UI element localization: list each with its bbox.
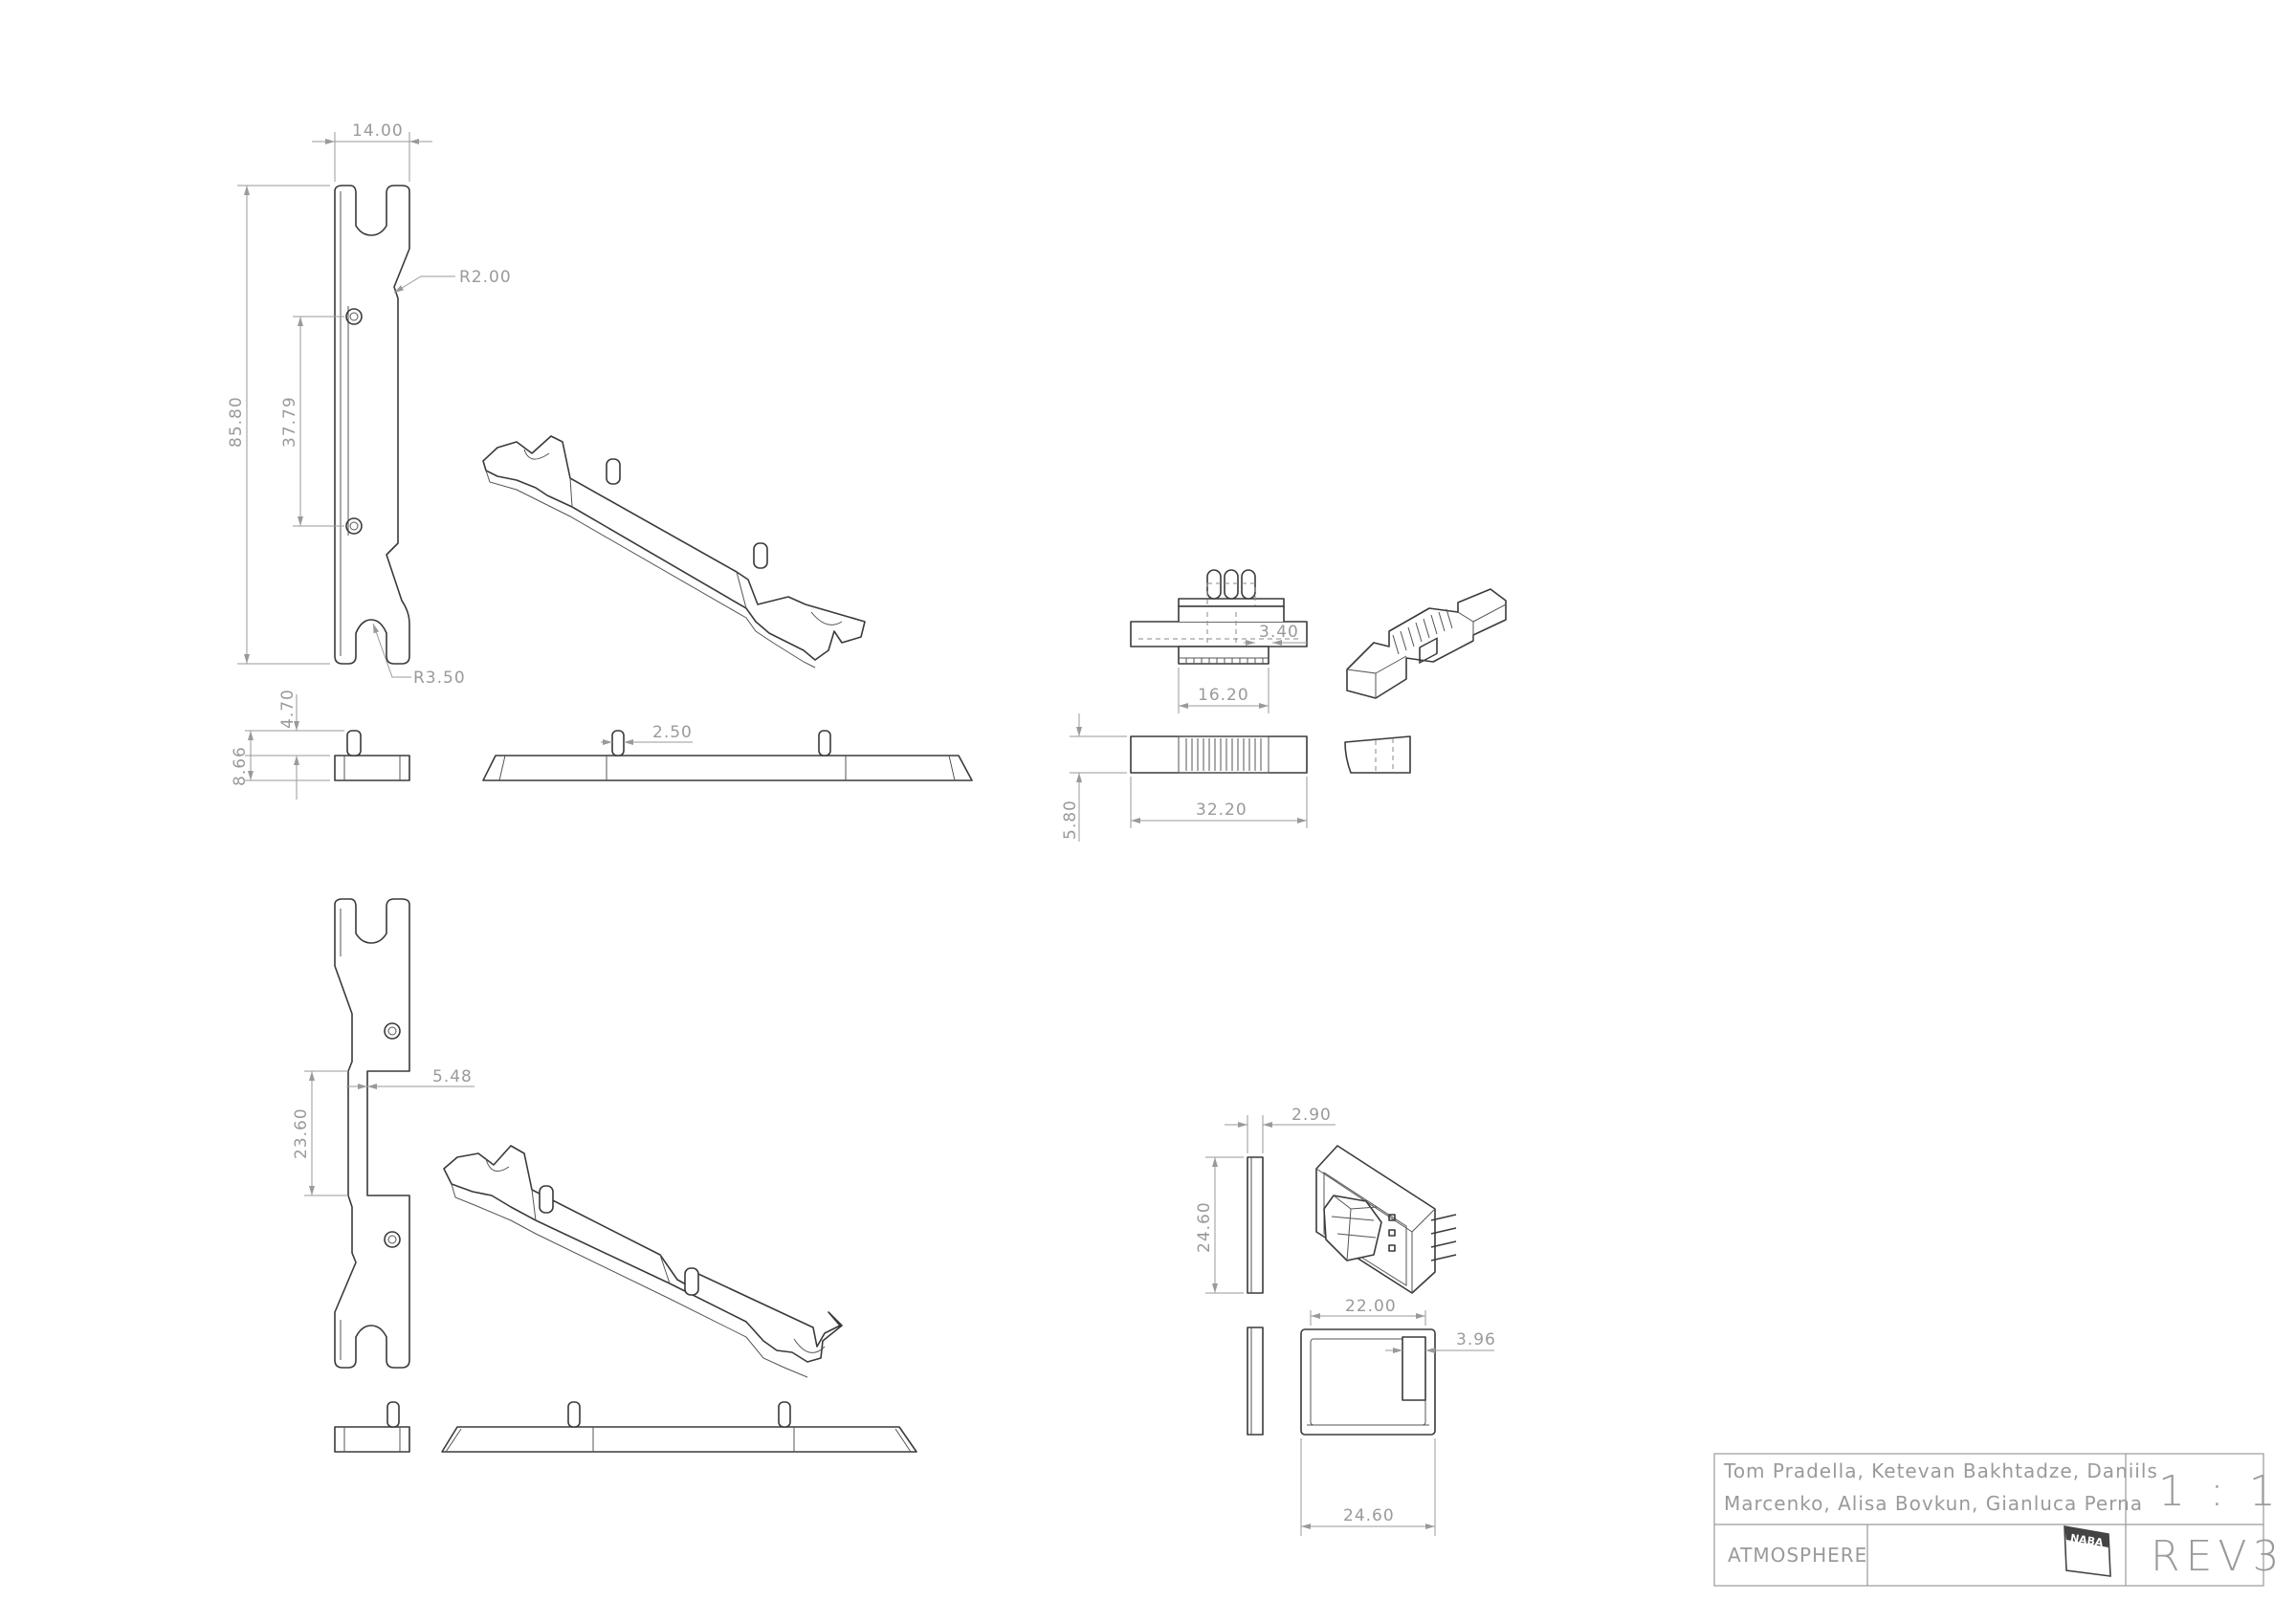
dim-pin-width: 2.50 (652, 723, 693, 742)
dim-clip-width: 3.40 (1259, 623, 1299, 642)
dim-hole-spacing-2: 23.60 (292, 1108, 311, 1159)
dim-offset: 5.48 (432, 1067, 473, 1086)
authors-line-1: Tom Pradella, Ketevan Bakhtadze, Daniils (1723, 1459, 2158, 1482)
part-b-front-view (334, 898, 410, 1369)
part-d-side-dimensions: 2.90 24.60 (1195, 1106, 1336, 1294)
naba-logo: NABA (2064, 1525, 2111, 1577)
dim-width-top: 14.00 (352, 121, 404, 141)
part-d-front-view (1300, 1328, 1436, 1436)
dim-frame-width: 24.60 (1343, 1506, 1395, 1525)
dim-clip-length: 32.20 (1196, 801, 1247, 820)
dim-radius-bottom: R3.50 (413, 669, 466, 688)
part-c-isometric-view (1346, 588, 1507, 699)
logo-text: NABA (2069, 1532, 2105, 1549)
part-a-front-view (334, 185, 410, 665)
dim-frame-depth: 3.96 (1456, 1330, 1496, 1349)
title-block: Tom Pradella, Ketevan Bakhtadze, Daniils… (1713, 1453, 2285, 1587)
part-a-pin-dimension: 2.50 (601, 723, 693, 745)
authors-line-2: Marcenko, Alisa Bovkun, Gianluca Perna (1724, 1492, 2143, 1515)
part-d-side-view (1247, 1156, 1264, 1294)
dim-frame-thickness: 2.90 (1292, 1106, 1332, 1125)
part-b-isometric-view (443, 1145, 843, 1378)
dim-radius-top: R2.00 (459, 268, 512, 287)
part-c-top-view (1130, 569, 1308, 665)
project-name: ATMOSPHERE (1728, 1544, 1867, 1567)
part-a-front-dimensions: 14.00 85.80 37.79 R2.00 R3.50 (227, 121, 512, 688)
clip-ribs-top (1185, 658, 1264, 664)
part-c-front-view (1130, 735, 1308, 774)
part-a-side-view-small (334, 730, 410, 781)
clip-ribs-front (1185, 738, 1262, 771)
scale-value: 1 : 1 (2158, 1467, 2282, 1516)
dim-clip-height: 5.80 (1061, 800, 1080, 840)
dim-hole-spacing: 37.79 (280, 396, 299, 448)
part-a-isometric-view (482, 435, 866, 669)
dim-frame-height: 24.60 (1195, 1201, 1214, 1253)
part-b-side-view-small (334, 1401, 410, 1453)
dim-height-total: 85.80 (227, 396, 246, 448)
clip-iso-ribs (1392, 608, 1453, 655)
dim-side-height: 8.66 (231, 746, 250, 786)
part-a-side-view-long (482, 730, 973, 781)
part-c-side-view (1344, 735, 1411, 774)
part-d-side-view-lower (1247, 1327, 1264, 1436)
revision-label: REV3 (2151, 1532, 2285, 1581)
part-b-front-dimensions: 23.60 5.48 (292, 1067, 475, 1196)
part-c-front-dimensions: 32.20 5.80 (1061, 713, 1308, 842)
part-d-isometric-view (1315, 1145, 1457, 1294)
dim-frame-inner: 22.00 (1345, 1297, 1397, 1316)
dim-clip-inner: 16.20 (1198, 686, 1249, 705)
part-a-side-dimensions: 4.70 8.66 (231, 689, 344, 800)
part-c-top-dimensions: 16.20 3.40 (1178, 623, 1307, 713)
part-d-front-dimensions: 22.00 3.96 24.60 (1300, 1297, 1496, 1536)
part-b-side-view-long (441, 1401, 917, 1453)
dim-pin-height: 4.70 (278, 689, 298, 729)
